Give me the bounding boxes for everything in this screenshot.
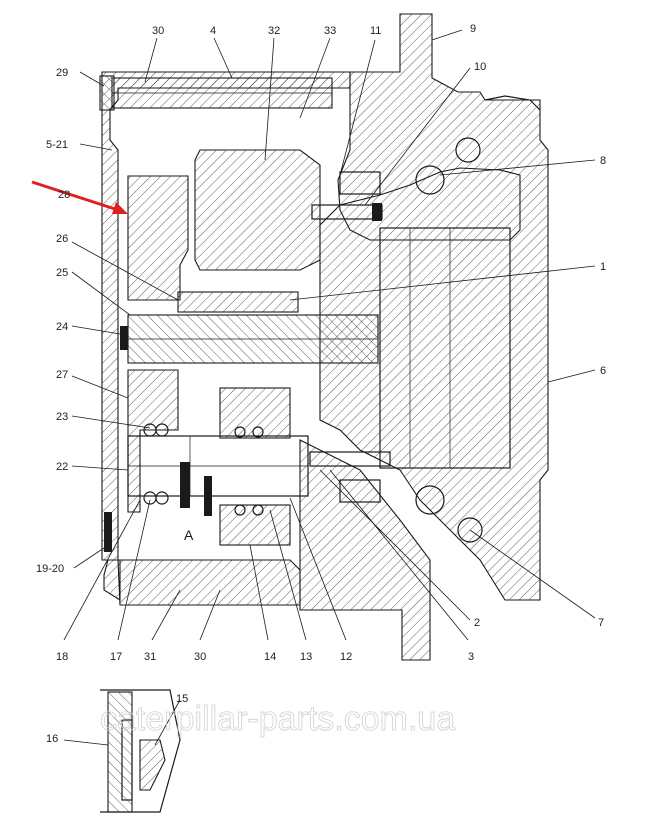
seal-ring-23b (155, 423, 169, 437)
callout-27: 27 (56, 369, 68, 381)
callout-22: 22 (56, 461, 68, 473)
callout-28: 28 (58, 189, 70, 201)
callout-19-20: 19-20 (36, 563, 64, 575)
bearing-8-upper-b (455, 137, 481, 163)
ring-gear (194, 149, 321, 271)
motor-cavity (379, 227, 511, 469)
section-a-label: A (184, 527, 194, 543)
callout-10: 10 (474, 61, 486, 73)
callout-11: 11 (370, 25, 381, 37)
seal-ring-17b (155, 491, 169, 505)
seal-ring-12d (252, 504, 264, 516)
callout-31: 31 (144, 651, 156, 663)
seal-ring-12c (234, 504, 246, 516)
section-a-box (178, 522, 208, 546)
callout-25: 25 (56, 267, 68, 279)
callout-29: 29 (56, 67, 68, 79)
detail-outline (100, 689, 181, 813)
callout-17: 17 (110, 651, 122, 663)
watermark-text: caterpillar-parts.com.ua (100, 700, 455, 738)
leader-lines (63, 29, 596, 746)
bearing-7-lower-b (457, 517, 483, 543)
seal-ring-17a (143, 491, 157, 505)
callout-1: 1 (600, 261, 606, 273)
callout-24: 24 (56, 321, 68, 333)
callout-4: 4 (210, 25, 216, 37)
bolt-3 (309, 451, 391, 467)
callout-13: 13 (300, 651, 312, 663)
bearing-7-lower (415, 485, 445, 515)
detail-seal-15 (139, 739, 166, 791)
detail-view (100, 689, 181, 813)
bearing-8-upper (415, 165, 445, 195)
planet-gear-14 (219, 387, 291, 439)
seal-ring-12a (234, 426, 246, 438)
red-arrow (31, 180, 128, 214)
callout-2: 2 (474, 617, 480, 629)
lower-carrier (127, 369, 179, 513)
callout-6: 6 (600, 365, 606, 377)
callout-23: 23 (56, 411, 68, 423)
callout-labels: 30 4 32 33 11 9 29 10 5-21 8 28 26 1 25 … (36, 23, 606, 745)
callout-26: 26 (56, 233, 68, 245)
callout-9: 9 (470, 23, 476, 35)
seal-19-20 (104, 512, 112, 552)
bearing-10 (339, 171, 381, 195)
planet-gear-14b (219, 504, 291, 546)
callout-32: 32 (268, 25, 280, 37)
callout-8: 8 (600, 155, 606, 167)
lower-housing (117, 559, 301, 606)
main-assembly: A (99, 13, 549, 661)
callout-7: 7 (598, 617, 604, 629)
callout-14: 14 (264, 651, 276, 663)
callout-15: 15 (176, 693, 188, 705)
roller-bearing-13 (180, 462, 190, 508)
detail-inner (121, 719, 133, 801)
callout-30-top: 30 (152, 25, 164, 37)
bolt-11-head (372, 203, 382, 221)
planet-carrier (127, 175, 189, 301)
top-rod-head (99, 75, 115, 111)
callout-30-bottom: 30 (194, 651, 206, 663)
seal-ring-12b (252, 426, 264, 438)
callout-3: 3 (468, 651, 474, 663)
bearing-2 (339, 479, 381, 503)
callout-18: 18 (56, 651, 68, 663)
callout-16: 16 (46, 733, 58, 745)
callout-12: 12 (340, 651, 352, 663)
shaft-spacer-26 (177, 291, 299, 313)
hub-outline-right (484, 95, 541, 111)
roller-bearing-13b (204, 476, 212, 516)
callout-5-21: 5-21 (46, 139, 68, 151)
seal-24 (120, 326, 128, 350)
callout-33: 33 (324, 25, 336, 37)
